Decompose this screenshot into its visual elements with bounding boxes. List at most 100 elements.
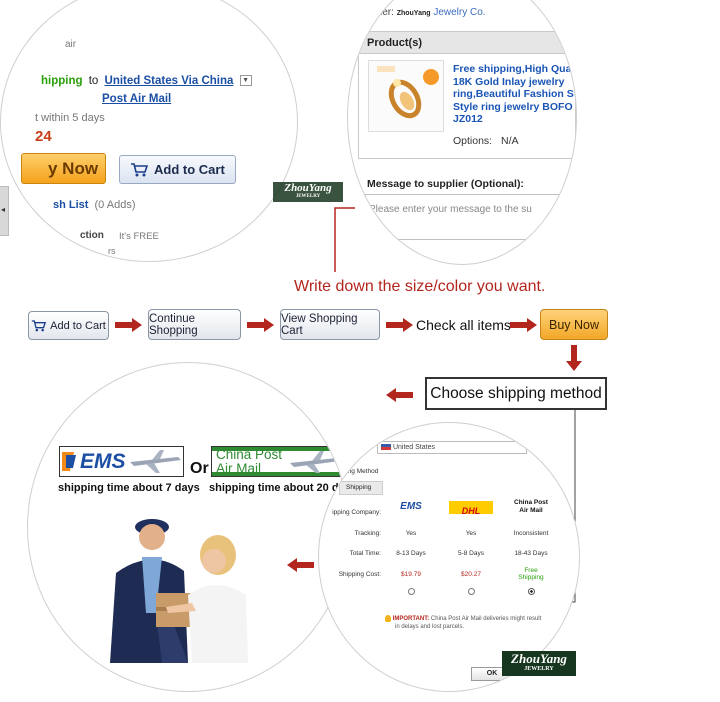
dhl-total-time: 5-8 Days bbox=[457, 550, 484, 557]
arrow-down-icon bbox=[566, 345, 582, 371]
message-label: Message to supplier (Optional): bbox=[367, 178, 524, 190]
product-title-line-4: Style ring jewelry BOFO 18 bbox=[453, 100, 577, 113]
cp-total-time: 18-43 Days bbox=[514, 550, 548, 557]
shipping-tab[interactable]: Shipping bbox=[339, 481, 383, 495]
message-placeholder: Please enter your message to the su bbox=[369, 204, 532, 215]
products-panel: Product(s) Free shipping,High Qua 18K Go… bbox=[358, 31, 576, 159]
watermark-sub: JEWELRY bbox=[524, 666, 554, 672]
buy-now-step-label: Buy Now bbox=[548, 317, 600, 332]
choose-shipping-step[interactable]: Choose shipping method bbox=[425, 377, 607, 410]
wish-list-count: (0 Adds) bbox=[94, 199, 136, 211]
ems-shipping-time: shipping time about 7 days bbox=[58, 482, 200, 494]
air-partial-text: air bbox=[65, 39, 77, 50]
wish-list-link[interactable]: sh List bbox=[53, 199, 89, 211]
supplier-line: ier: ZhouYang Jewelry Co. bbox=[380, 7, 486, 18]
arrow-right-icon bbox=[247, 318, 274, 332]
cp-table-line-1: China Post bbox=[514, 499, 548, 506]
arrow-right-icon bbox=[510, 318, 537, 332]
add-to-cart-step[interactable]: Add to Cart bbox=[28, 311, 109, 340]
shipping-destination-link-2[interactable]: Post Air Mail bbox=[102, 93, 172, 105]
message-input[interactable]: Please enter your message to the su bbox=[365, 194, 576, 240]
products-header-label: Product(s) bbox=[367, 37, 422, 49]
chevron-left-icon: ◂ bbox=[1, 205, 6, 214]
order-page-zoom: ier: ZhouYang Jewelry Co. Product(s) Fre… bbox=[347, 0, 577, 265]
china-post-line-1: China Post bbox=[216, 447, 283, 462]
options-label: Options: bbox=[453, 135, 493, 147]
ems-badge: EMS bbox=[59, 446, 184, 477]
dhl-table-logo: DHL bbox=[449, 501, 493, 516]
shipping-destination-link[interactable]: United States Via China bbox=[104, 75, 234, 87]
china-post-table-logo: China Post Air Mail bbox=[505, 499, 557, 515]
important-line-2: in delays and lost parcels. bbox=[395, 624, 465, 631]
important-line-1: China Post Air Mail deliveries might res… bbox=[430, 616, 542, 623]
buy-now-button[interactable]: y Now bbox=[21, 153, 106, 184]
supplier-store-link[interactable]: Jewelry Co. bbox=[433, 7, 486, 18]
airplane-icon bbox=[212, 447, 342, 476]
arrow-right-icon bbox=[386, 318, 413, 332]
cp-cost-line-2: Shipping bbox=[518, 574, 544, 581]
country-value: United States bbox=[392, 444, 435, 451]
us-flag-icon bbox=[381, 444, 391, 451]
product-thumbnail[interactable] bbox=[368, 60, 444, 132]
shipping-method-zoom: United States pping Method Shipping ippi… bbox=[318, 422, 580, 692]
watermark-brand: ZhouYang bbox=[511, 651, 567, 666]
shopping-cart-icon bbox=[32, 319, 47, 331]
ring-image-icon bbox=[377, 66, 439, 119]
country-select[interactable]: United States bbox=[377, 441, 527, 454]
ok-label: OK bbox=[486, 670, 498, 677]
dhl-logo-text: DHL bbox=[461, 506, 481, 516]
free-text: It's FREE bbox=[119, 231, 159, 242]
zhouyang-watermark-top: ZhouYang JEWELRY bbox=[273, 182, 343, 202]
cp-tracking: Inconsistent bbox=[513, 530, 549, 537]
shipping-tab-label: Shipping bbox=[346, 484, 372, 491]
ems-logo-icon bbox=[62, 450, 181, 473]
china-post-shipping-time: shipping time about 20 days bbox=[209, 482, 349, 494]
arrow-left-icon bbox=[386, 388, 413, 402]
add-to-cart-label: Add to Cart bbox=[154, 162, 225, 177]
continue-shopping-label: Continue Shopping bbox=[149, 312, 198, 337]
cp-radio-selected[interactable] bbox=[528, 588, 535, 595]
total-time-label: Total Time: bbox=[349, 550, 381, 557]
product-page-zoom: air hipping to United States Via China ▼… bbox=[0, 0, 298, 262]
shopping-cart-icon bbox=[131, 162, 148, 176]
price: 24 bbox=[35, 128, 52, 145]
arrow-right-icon bbox=[115, 318, 142, 332]
product-title-line-1: Free shipping,High Qua bbox=[453, 63, 572, 75]
supplier-prefix: ier: bbox=[380, 7, 394, 18]
products-header: Product(s) bbox=[359, 32, 575, 54]
dhl-radio[interactable] bbox=[468, 588, 475, 595]
buy-now-label: y Now bbox=[48, 158, 99, 178]
protection-partial: ction bbox=[80, 230, 104, 241]
side-scroll-tab[interactable]: ◂ bbox=[0, 186, 9, 236]
ems-logo-text: EMS bbox=[80, 450, 126, 473]
product-title-link[interactable]: Free shipping,High Qua 18K Gold Inlay je… bbox=[453, 63, 577, 126]
ems-total-time: 8-13 Days bbox=[396, 550, 426, 557]
view-shopping-cart-step[interactable]: View Shopping Cart bbox=[280, 309, 380, 340]
options-value: N/A bbox=[501, 135, 519, 147]
cp-cost: Free Shipping bbox=[505, 567, 557, 581]
china-post-line-2: Air Mail bbox=[216, 461, 262, 476]
dhl-tracking: Yes bbox=[465, 530, 477, 537]
ems-cost: $19.79 bbox=[401, 571, 421, 578]
watermark-brand: ZhouYang bbox=[284, 182, 332, 194]
china-post-badge: China Post Air Mail bbox=[211, 446, 343, 477]
ems-radio[interactable] bbox=[408, 588, 415, 595]
delivery-time: t within 5 days bbox=[35, 112, 105, 124]
wish-list-line: sh List (0 Adds) bbox=[53, 199, 135, 211]
company-label: ipping Company: bbox=[332, 509, 381, 516]
continue-shopping-step[interactable]: Continue Shopping bbox=[148, 309, 241, 340]
shipping-word: hipping bbox=[41, 75, 83, 87]
chevron-down-icon[interactable]: ▼ bbox=[239, 75, 252, 87]
arrow-left-icon bbox=[287, 558, 314, 572]
to-word: to bbox=[88, 75, 99, 87]
supplier-name: ZhouYang bbox=[396, 10, 431, 17]
buy-now-step[interactable]: Buy Now bbox=[540, 309, 608, 340]
connector-line-message bbox=[334, 207, 355, 272]
important-label: IMPORTANT: bbox=[392, 616, 430, 623]
choose-shipping-label: Choose shipping method bbox=[430, 384, 602, 402]
add-to-cart-button[interactable]: Add to Cart bbox=[119, 155, 236, 184]
options-line: Options: N/A bbox=[453, 135, 519, 147]
cp-cost-line-1: Free bbox=[524, 567, 538, 574]
cp-table-line-2: Air Mail bbox=[519, 507, 543, 514]
ems-tracking: Yes bbox=[405, 530, 417, 537]
